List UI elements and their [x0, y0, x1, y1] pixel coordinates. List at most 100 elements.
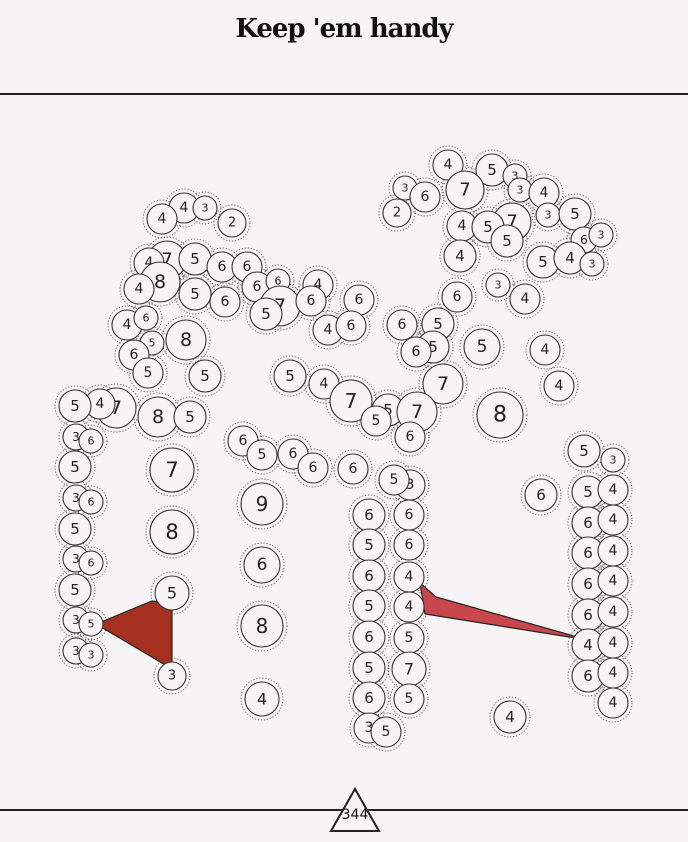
number-bubble[interactable]: 6 [352, 559, 386, 593]
number-bubble[interactable]: 4 [393, 591, 425, 623]
number-bubble[interactable]: 8 [149, 509, 195, 555]
number-bubble[interactable]: 3 [507, 177, 533, 203]
number-bubble[interactable]: 6 [343, 284, 375, 316]
number-bubble[interactable]: 4 [597, 535, 629, 567]
number-bubble[interactable]: 5 [188, 359, 222, 393]
number-bubble[interactable]: 6 [133, 305, 159, 331]
number-bubble[interactable]: 4 [597, 627, 629, 659]
number-bubble[interactable]: 6 [337, 453, 369, 485]
number-bubble[interactable]: 8 [165, 319, 207, 361]
bubble-number: 5 [70, 397, 80, 415]
bubble-halo [74, 485, 108, 519]
number-bubble[interactable]: 4 [509, 283, 541, 315]
bubble-number: 4 [158, 211, 167, 227]
number-bubble[interactable]: 6 [297, 452, 329, 484]
number-bubble[interactable]: 5 [352, 589, 386, 623]
number-bubble[interactable]: 4 [543, 370, 575, 402]
number-bubble[interactable]: 4 [393, 561, 425, 593]
number-bubble[interactable]: 7 [445, 170, 485, 210]
number-bubble[interactable]: 6 [524, 478, 558, 512]
number-bubble[interactable]: 5 [246, 439, 278, 471]
number-bubble[interactable]: 6 [394, 421, 426, 453]
number-bubble[interactable]: 7 [149, 447, 195, 493]
number-bubble[interactable]: 6 [243, 546, 281, 584]
number-bubble[interactable]: 6 [209, 286, 241, 318]
number-bubble[interactable]: 7 [422, 363, 464, 405]
number-bubble[interactable]: 6 [393, 529, 425, 561]
number-bubble[interactable]: 9 [240, 482, 284, 526]
number-bubble[interactable]: 4 [146, 203, 178, 235]
number-bubble[interactable]: 8 [137, 396, 179, 438]
number-bubble[interactable]: 5 [58, 450, 92, 484]
number-bubble[interactable]: 4 [597, 657, 629, 689]
number-bubble[interactable]: 5 [132, 357, 164, 389]
number-bubble[interactable]: 4 [493, 700, 527, 734]
number-bubble[interactable]: 3 [588, 222, 614, 248]
number-bubble[interactable]: 8 [240, 604, 284, 648]
number-bubble[interactable]: 7 [391, 651, 427, 687]
number-bubble[interactable]: 6 [78, 428, 104, 454]
number-bubble[interactable]: 5 [58, 573, 92, 607]
bubble-circle [192, 195, 218, 221]
bubble-number: 5 [200, 367, 210, 385]
number-bubble[interactable]: 3 [485, 272, 511, 298]
number-bubble[interactable]: 4 [597, 504, 629, 536]
number-bubble[interactable]: 4 [597, 565, 629, 597]
number-bubble[interactable]: 6 [295, 285, 327, 317]
number-bubble[interactable]: 4 [443, 239, 477, 273]
number-bubble[interactable]: 5 [249, 297, 283, 331]
number-bubble[interactable]: 5 [273, 359, 307, 393]
number-bubble[interactable]: 6 [352, 498, 386, 532]
number-bubble[interactable]: 6 [335, 310, 367, 342]
number-bubble[interactable]: 5 [154, 575, 190, 611]
number-bubble[interactable]: 8 [476, 391, 524, 439]
number-bubble[interactable]: 5 [567, 434, 601, 468]
number-bubble[interactable]: 6 [352, 681, 386, 715]
number-bubble[interactable]: 5 [58, 389, 92, 423]
bubble-halo [489, 696, 531, 738]
bubble-halo [488, 198, 536, 246]
number-bubble[interactable]: 3 [192, 195, 218, 221]
number-bubble[interactable]: 6 [78, 550, 104, 576]
number-bubble[interactable]: 4 [529, 334, 561, 366]
number-bubble[interactable]: 4 [432, 149, 464, 181]
number-bubble[interactable]: 4 [123, 273, 155, 305]
number-bubble[interactable]: 5 [558, 197, 592, 231]
number-bubble[interactable]: 2 [382, 198, 412, 228]
number-bubble[interactable]: 3 [600, 447, 626, 473]
number-bubble[interactable]: 5 [352, 651, 386, 685]
number-bubble[interactable]: 5 [490, 224, 524, 258]
number-bubble[interactable]: 5 [393, 622, 425, 654]
number-bubble[interactable]: 5 [78, 611, 104, 637]
number-bubble[interactable]: 6 [409, 181, 441, 213]
number-bubble[interactable]: 4 [244, 681, 280, 717]
number-bubble[interactable]: 6 [400, 336, 432, 368]
number-bubble[interactable]: 6 [393, 499, 425, 531]
number-bubble[interactable]: 6 [78, 489, 104, 515]
number-bubble[interactable]: 5 [178, 242, 212, 276]
number-bubble[interactable]: 5 [360, 405, 392, 437]
bubble-number: 6 [347, 318, 356, 334]
number-bubble[interactable]: 5 [393, 683, 425, 715]
number-bubble[interactable]: 3 [157, 661, 187, 691]
number-bubble[interactable]: 5 [463, 328, 501, 366]
number-bubble[interactable]: 5 [370, 716, 402, 748]
number-bubble[interactable]: 3 [535, 202, 561, 228]
number-bubble[interactable]: 5 [352, 528, 386, 562]
number-bubble[interactable]: 6 [352, 620, 386, 654]
number-bubble[interactable]: 6 [441, 281, 473, 313]
number-bubble[interactable]: 4 [597, 687, 629, 719]
number-bubble[interactable]: 3 [579, 251, 605, 277]
number-bubble[interactable]: 6 [386, 309, 418, 341]
bubble-number: 6 [398, 317, 407, 333]
number-bubble[interactable]: 2 [217, 208, 247, 238]
number-bubble[interactable]: 4 [597, 474, 629, 506]
number-bubble[interactable]: 3 [78, 642, 104, 668]
number-bubble[interactable]: 5 [378, 464, 410, 496]
number-bubble[interactable]: 5 [173, 400, 207, 434]
number-bubble[interactable]: 5 [58, 512, 92, 546]
number-bubble[interactable]: 4 [597, 596, 629, 628]
number-bubble[interactable]: 5 [178, 277, 212, 311]
number-bubble[interactable]: 7 [329, 379, 373, 423]
